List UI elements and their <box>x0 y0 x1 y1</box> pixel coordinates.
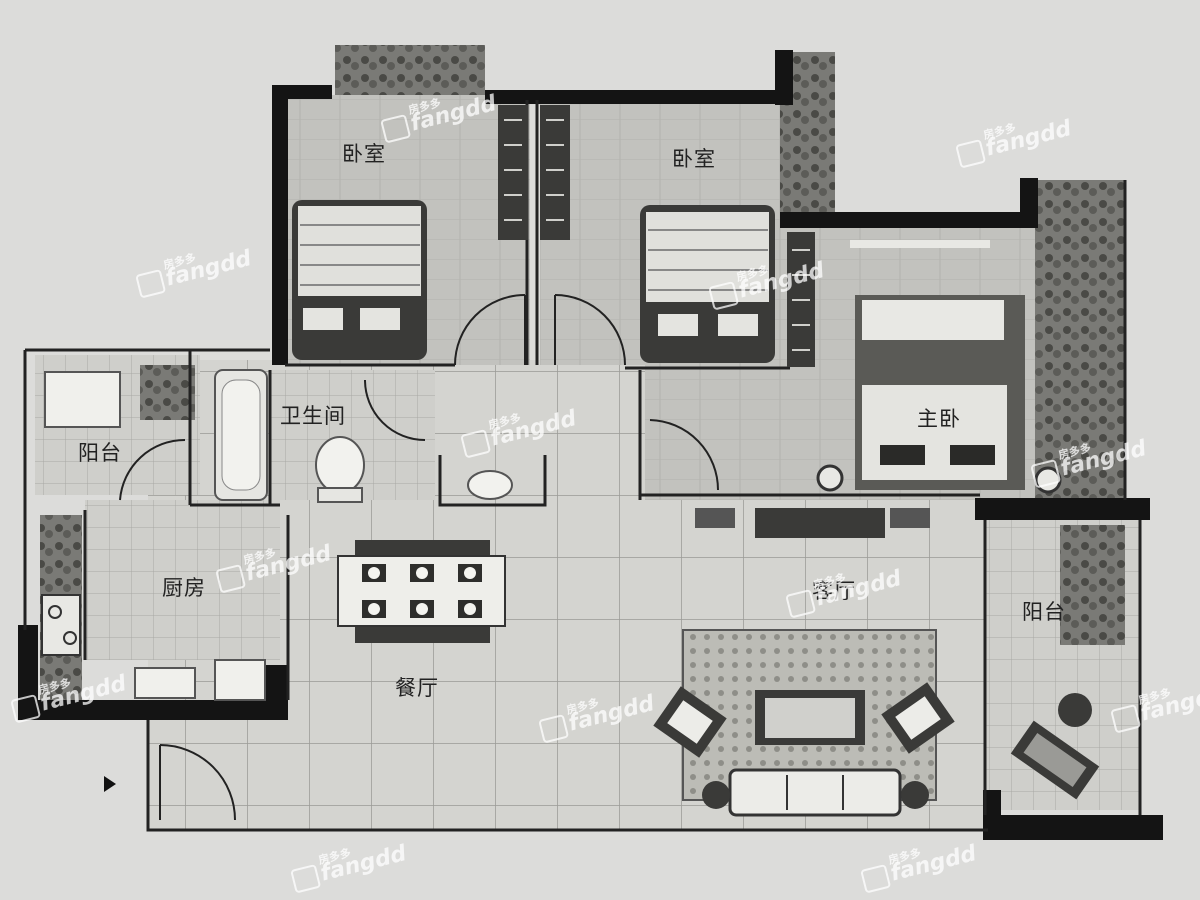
beds <box>292 200 1062 494</box>
room-label-balcony-left: 阳台 <box>78 441 122 465</box>
dining-table <box>337 540 506 643</box>
entry-arrow-icon <box>104 776 116 792</box>
room-label-bedroom-right: 卧室 <box>672 147 716 171</box>
kitchen-fixtures <box>40 371 266 701</box>
room-label-living-room: 客厅 <box>812 579 856 603</box>
balcony-furniture <box>1010 693 1100 800</box>
room-label-kitchen: 厨房 <box>162 576 206 600</box>
planters <box>140 45 1125 645</box>
living-room-furniture <box>653 508 955 817</box>
wardrobe-hangers <box>504 119 810 351</box>
room-label-master-bedroom: 主卧 <box>917 407 961 431</box>
room-label-bedroom-left: 卧室 <box>342 142 386 166</box>
doors <box>119 294 719 821</box>
bathroom-fixtures <box>214 369 513 503</box>
room-label-bathroom: 卫生间 <box>280 404 346 428</box>
walls <box>18 50 1163 840</box>
room-label-balcony-right: 阳台 <box>1022 600 1066 624</box>
room-label-dining-room: 餐厅 <box>395 676 439 700</box>
